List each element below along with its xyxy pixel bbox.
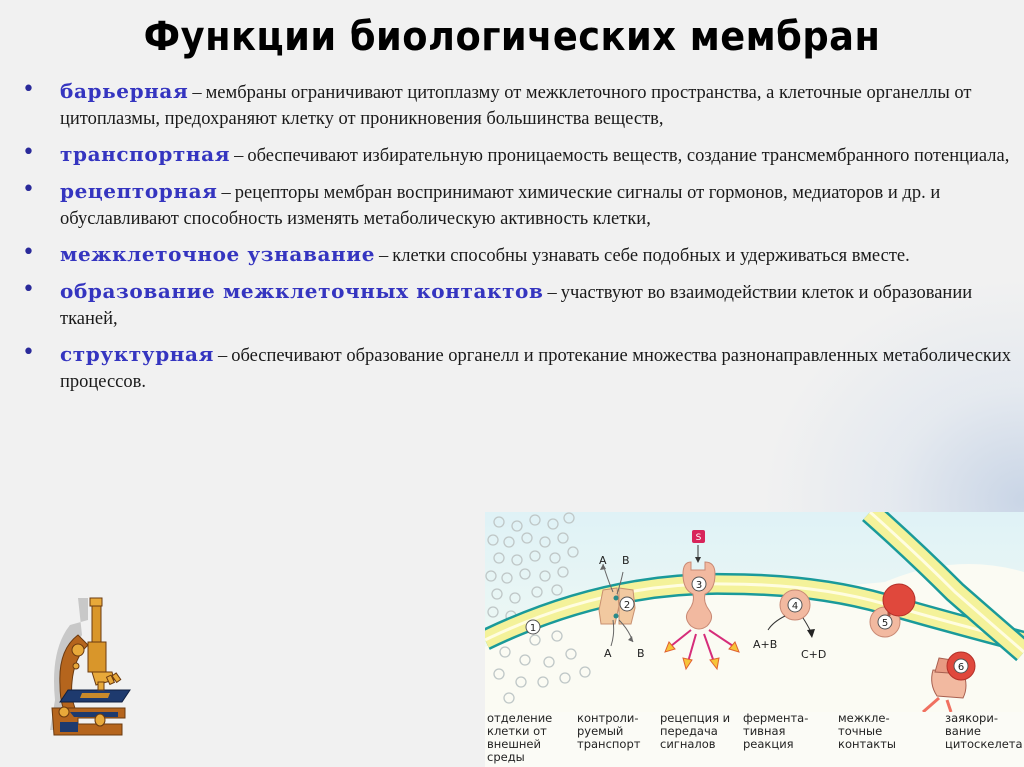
- functions-list: •барьерная–мембраны ограничивают цитопла…: [22, 77, 1012, 404]
- signal-arrows: [670, 629, 734, 663]
- label-a-bottom: A: [604, 647, 612, 660]
- bullet-icon: •: [22, 77, 35, 102]
- label-b-top: B: [622, 554, 630, 567]
- description: мембраны ограничивают цитоплазму от межк…: [60, 83, 972, 129]
- list-item-contacts: • образование межклеточных контактов–учас…: [22, 277, 1012, 332]
- cell-membrane: [485, 572, 1024, 653]
- description: участвуют во взаимодействии клеток и обр…: [60, 283, 973, 329]
- caption-enzyme: фермента- тивная реакция: [743, 711, 809, 751]
- number-1: 1: [530, 623, 536, 634]
- list-item-transport: • транспортная–обеспечивают избирательную…: [22, 140, 1012, 169]
- cytoskeleton-icon: [922, 696, 953, 712]
- description: обеспечивают образование органелл и прот…: [60, 346, 1012, 392]
- extracellular-particles: [485, 512, 591, 704]
- caption-anchoring: заякори- вание цитоскелета: [945, 711, 1023, 751]
- receptor-protein: S 3: [664, 530, 740, 671]
- signal-molecule-icon: [692, 530, 705, 543]
- bullet-icon: •: [22, 140, 35, 165]
- keyword: рецепторная: [60, 179, 218, 203]
- label-c-plus-d: C+D: [801, 648, 826, 661]
- page-title: Функции биологических мембран: [143, 14, 881, 60]
- dash: –: [234, 146, 244, 166]
- dash: –: [217, 346, 228, 366]
- signal-label: S: [696, 533, 702, 543]
- description: обеспечивают избирательную проницаемость…: [247, 146, 1010, 166]
- keyword: межклеточное узнавание: [60, 242, 376, 266]
- dash: –: [379, 246, 389, 266]
- dash: –: [547, 283, 557, 303]
- number-3: 3: [696, 580, 702, 591]
- anchor-protein: 6: [922, 651, 976, 712]
- channel-protein: 2: [598, 563, 636, 647]
- list-item-recognition: • межклеточное узнавание–клетки способны …: [22, 240, 1012, 269]
- bullet-icon: •: [22, 240, 35, 265]
- list-item-receptor: • рецепторная–рецепторы мембран восприним…: [22, 177, 1012, 232]
- membrane-diagram: 1 2 A B A B S 3: [485, 512, 1024, 767]
- description: клетки способны узнавать себе подобных и…: [392, 246, 910, 266]
- label-a-plus-b: A+B: [753, 638, 777, 651]
- membrane-illustration: 1 2 A B A B S 3: [485, 512, 1024, 712]
- enzyme-protein: 4: [767, 589, 815, 638]
- description: рецепторы мембран воспринимают химически…: [60, 183, 941, 229]
- bullet-icon: •: [22, 177, 35, 202]
- caption-reception: рецепция и передача сигналов: [660, 711, 731, 751]
- bullet-icon: •: [22, 340, 35, 365]
- number-2: 2: [624, 600, 630, 611]
- keyword: транспортная: [60, 142, 231, 166]
- list-item-barrier: • барьерная–мембраны ограничивают цитопла…: [22, 77, 1012, 132]
- number-4: 4: [792, 601, 798, 612]
- label-a-top: A: [599, 554, 607, 567]
- caption-separation: отделение клетки от внешней среды: [487, 711, 553, 764]
- number-1-badge: [525, 619, 541, 635]
- keyword: образование межклеточных контактов: [60, 279, 544, 303]
- number-5: 5: [882, 618, 888, 629]
- keyword: барьерная: [60, 79, 189, 103]
- caption-transport: контроли- руемый транспорт: [577, 711, 641, 751]
- label-b-bottom: B: [637, 647, 645, 660]
- keyword: структурная: [60, 342, 214, 366]
- list-item-structural: • структурная–обеспечивают образование ор…: [22, 340, 1012, 395]
- number-6: 6: [958, 662, 964, 673]
- dash: –: [192, 83, 202, 103]
- microscope-icon: [50, 597, 131, 736]
- dash: –: [221, 183, 231, 203]
- bullet-icon: •: [22, 277, 35, 302]
- caption-contacts: межкле- точные контакты: [838, 711, 896, 751]
- neighbor-cell-membrane: [862, 512, 1024, 662]
- cell-contact-protein: 5: [869, 583, 916, 638]
